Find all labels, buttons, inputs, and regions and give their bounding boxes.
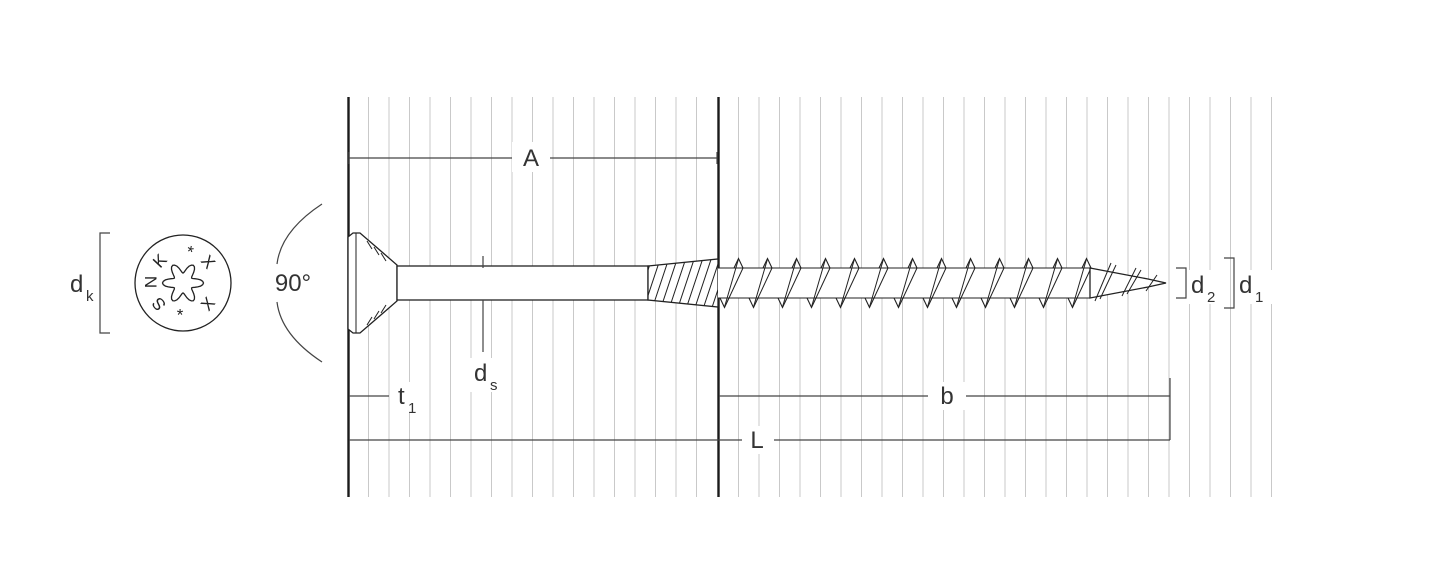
head-marking-star-top: * xyxy=(185,242,196,262)
dim-label-L: L xyxy=(750,427,763,454)
dim-ds: d s xyxy=(466,256,510,394)
d1-bracket xyxy=(1224,257,1235,309)
dim-label-A: A xyxy=(523,145,539,172)
dim-dk: d k xyxy=(70,232,110,334)
screw-head xyxy=(347,232,398,334)
screw-knurl-section xyxy=(647,258,719,308)
thread-core-body xyxy=(718,268,1090,298)
head-marking-star-bottom: * xyxy=(177,306,184,325)
dim-label-d2-base: d xyxy=(1191,272,1204,299)
d2-bracket xyxy=(1176,267,1187,299)
dimension-annotations: A 90° d k d s t 1 xyxy=(70,142,1273,454)
head-serration-ribs xyxy=(366,240,387,326)
angle-arc-lower xyxy=(276,301,323,363)
screw-shank xyxy=(396,265,649,301)
dim-label-d1-base: d xyxy=(1239,272,1252,299)
dim-angle-90: 90° xyxy=(272,203,323,363)
dim-label-dk-sub: k xyxy=(86,288,94,305)
angle-arc-upper xyxy=(276,203,323,265)
dim-label-t1-base: t xyxy=(398,383,405,410)
head-marking-letter-n: N xyxy=(142,276,161,288)
dk-bracket xyxy=(99,232,110,334)
dim-t1: t 1 xyxy=(349,382,424,417)
tip-thread-lines xyxy=(1094,262,1158,302)
dim-label-d2-sub: 2 xyxy=(1207,289,1215,306)
dim-label-b: b xyxy=(940,383,953,410)
dim-d1: d 1 xyxy=(1224,257,1273,309)
dim-A: A xyxy=(348,142,718,172)
thread-flights xyxy=(719,257,1092,309)
torx-drive-icon xyxy=(161,264,205,302)
screw-thread-section xyxy=(718,257,1167,309)
dim-label-dk-base: d xyxy=(70,271,83,298)
dim-label-ds-sub: s xyxy=(490,377,498,394)
dim-label-angle: 90° xyxy=(275,270,311,297)
screw-side-view xyxy=(347,232,1167,334)
dim-label-d1-sub: 1 xyxy=(1255,289,1263,306)
dim-label-ds-base: d xyxy=(474,360,487,387)
screw-head-front-view: * K N S * X X xyxy=(134,234,232,332)
dim-L: L xyxy=(349,426,1170,454)
dim-d2: d 2 xyxy=(1176,267,1225,306)
dim-b: b xyxy=(719,382,1170,410)
dim-label-t1-sub: 1 xyxy=(408,400,416,417)
